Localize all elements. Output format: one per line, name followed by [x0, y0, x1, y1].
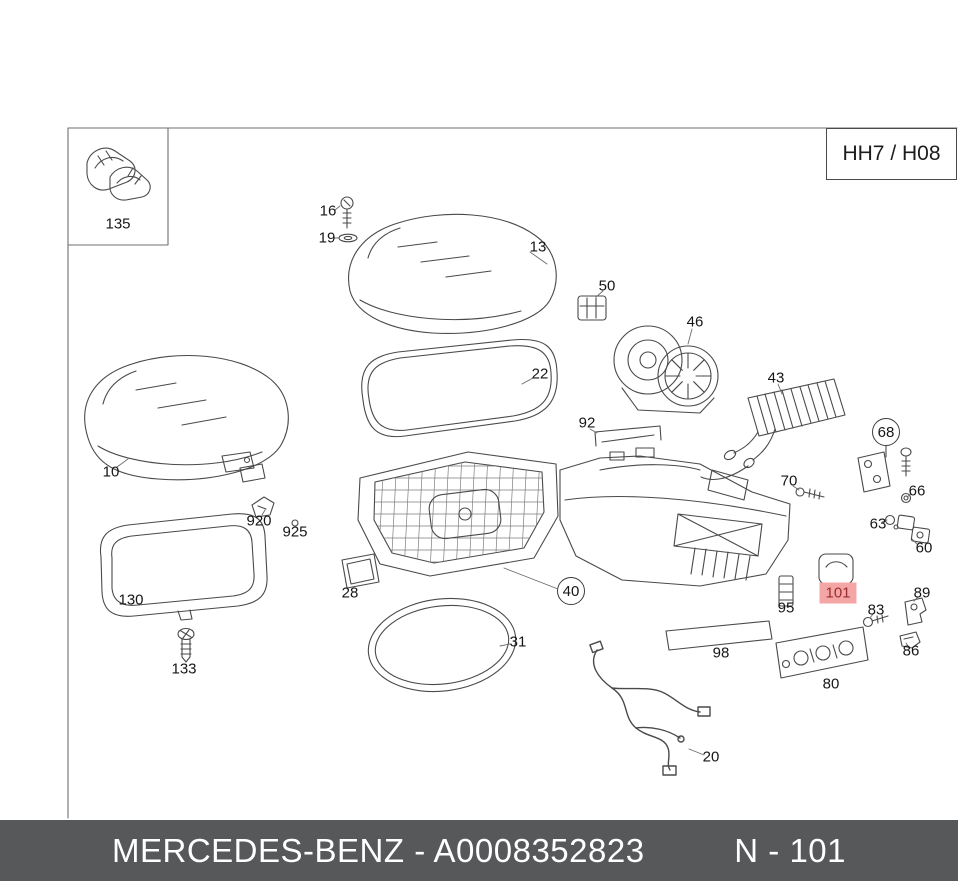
part-label-22[interactable]: 22 [531, 365, 549, 383]
part-31-seal-drawing [367, 597, 517, 693]
part-13-cover-drawing [348, 213, 557, 334]
footer-brand-text: MERCEDES-BENZ - A0008352823 [112, 831, 645, 869]
part-label-101-highlighted[interactable]: 101 [819, 582, 857, 604]
part-label-13[interactable]: 13 [529, 238, 547, 256]
part-920-clip-drawing [251, 496, 275, 518]
part-label-40[interactable]: 40 [557, 577, 585, 605]
part-95-drawing [778, 575, 794, 607]
part-89-drawing [904, 597, 927, 626]
part-label-83[interactable]: 83 [867, 601, 885, 619]
part-60-drawing [896, 514, 931, 544]
part-135-clamps-drawing [86, 147, 151, 201]
part-16-screw-drawing [340, 196, 354, 229]
part-label-66[interactable]: 66 [908, 482, 926, 500]
part-83-screw-drawing [862, 614, 889, 628]
part-86-drawing [899, 631, 921, 649]
footer-bar: MERCEDES-BENZ - A0008352823 N - 101 [0, 820, 958, 881]
part-98-drawing [665, 620, 773, 651]
part-label-16[interactable]: 16 [319, 202, 337, 220]
part-43-heater-core-drawing [700, 378, 846, 480]
part-label-133[interactable]: 133 [171, 660, 197, 678]
part-68-assembly-drawing [857, 445, 912, 493]
part-46-blower-drawing [613, 325, 719, 414]
part-101-drawing [818, 553, 854, 585]
diagram-frame [67, 127, 958, 819]
part-22-seal-drawing [361, 338, 558, 438]
part-label-43[interactable]: 43 [767, 369, 785, 387]
part-label-135[interactable]: 135 [105, 215, 131, 233]
part-label-89[interactable]: 89 [913, 584, 931, 602]
part-label-86[interactable]: 86 [902, 642, 920, 660]
tray-grid-pattern [374, 462, 544, 563]
part-70-screw-drawing [795, 487, 825, 500]
part-label-80[interactable]: 80 [822, 675, 840, 693]
part-925-drawing [291, 519, 299, 527]
part-label-28[interactable]: 28 [341, 584, 359, 602]
part-label-46[interactable]: 46 [686, 313, 704, 331]
part-133-screw-drawing [177, 627, 195, 663]
part-label-60[interactable]: 60 [915, 539, 933, 557]
part-label-130[interactable]: 130 [118, 591, 144, 609]
part-label-92[interactable]: 92 [578, 414, 596, 432]
part-19-washer-drawing [338, 233, 358, 243]
part-label-70[interactable]: 70 [780, 472, 798, 490]
footer-ref-text: N - 101 [734, 831, 846, 869]
part-label-63[interactable]: 63 [869, 515, 887, 533]
part-label-31[interactable]: 31 [509, 633, 527, 651]
page-code-text: HH7 / H08 [842, 142, 941, 165]
part-label-925[interactable]: 925 [282, 523, 308, 541]
part-50-connector-drawing [577, 295, 607, 321]
part-label-98[interactable]: 98 [712, 644, 730, 662]
part-28-drawing [341, 553, 380, 589]
part-label-920[interactable]: 920 [246, 512, 272, 530]
part-label-95[interactable]: 95 [777, 599, 795, 617]
leader-lines [116, 205, 919, 756]
part-label-10[interactable]: 10 [102, 463, 120, 481]
part-40-housing-drawing [357, 447, 791, 587]
page-code-box: HH7 / H08 [826, 128, 957, 180]
part-label-20[interactable]: 20 [702, 748, 720, 766]
part-label-50[interactable]: 50 [598, 277, 616, 295]
part-130-seal-frame-drawing [99, 513, 268, 621]
part-label-68[interactable]: 68 [872, 418, 900, 446]
part-20-harness-drawing [589, 640, 711, 776]
part-label-19[interactable]: 19 [318, 229, 336, 247]
part-63-drawing [884, 514, 899, 530]
part-10-cover-drawing [84, 354, 289, 483]
part-66-drawing [900, 492, 912, 504]
part-92-bracket-drawing [594, 425, 662, 447]
part-80-bracket-drawing [775, 626, 869, 679]
